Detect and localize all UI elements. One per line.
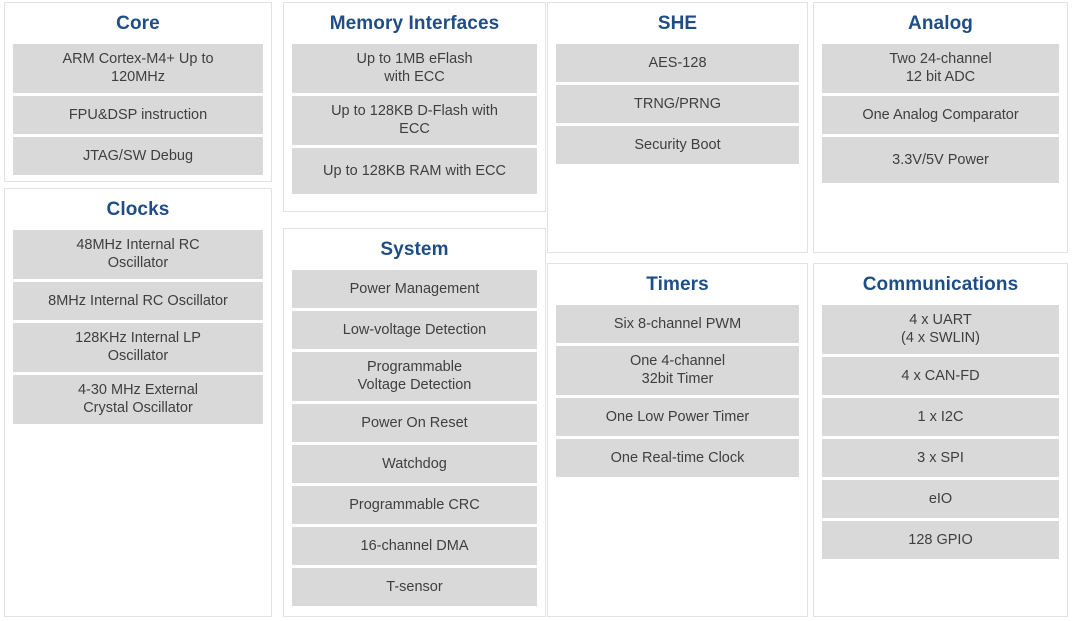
feature-item: 16-channel DMA: [292, 527, 537, 565]
feature-item: Up to 128KB RAM with ECC: [292, 148, 537, 194]
panel-she: SHE AES-128 TRNG/PRNG Security Boot: [547, 2, 808, 253]
feature-item: Programmable CRC: [292, 486, 537, 524]
panel-title-core: Core: [116, 13, 160, 34]
feature-item: ARM Cortex-M4+ Up to 120MHz: [13, 44, 263, 93]
feature-item: eIO: [822, 480, 1059, 518]
feature-item: T-sensor: [292, 568, 537, 606]
feature-item: Low-voltage Detection: [292, 311, 537, 349]
feature-item: Two 24-channel 12 bit ADC: [822, 44, 1059, 93]
panel-items-analog: Two 24-channel 12 bit ADC One Analog Com…: [814, 44, 1067, 183]
panel-communications: Communications 4 x UART (4 x SWLIN) 4 x …: [813, 263, 1068, 617]
panel-title-communications: Communications: [862, 274, 1019, 295]
panel-items-she: AES-128 TRNG/PRNG Security Boot: [548, 44, 807, 164]
feature-item: 4-30 MHz External Crystal Oscillator: [13, 375, 263, 424]
feature-item: 128 GPIO: [822, 521, 1059, 559]
feature-item: One Real-time Clock: [556, 439, 799, 477]
feature-item: JTAG/SW Debug: [13, 137, 263, 175]
feature-item: Security Boot: [556, 126, 799, 164]
panel-memory-interfaces: Memory Interfaces Up to 1MB eFlash with …: [283, 2, 546, 212]
feature-item: 48MHz Internal RC Oscillator: [13, 230, 263, 279]
panel-title-memory-interfaces: Memory Interfaces: [329, 13, 500, 34]
panel-analog: Analog Two 24-channel 12 bit ADC One Ana…: [813, 2, 1068, 253]
panel-items-timers: Six 8-channel PWM One 4-channel 32bit Ti…: [548, 305, 807, 477]
panel-items-communications: 4 x UART (4 x SWLIN) 4 x CAN-FD 1 x I2C …: [814, 305, 1067, 559]
feature-item: Up to 128KB D-Flash with ECC: [292, 96, 537, 145]
feature-item: 4 x CAN-FD: [822, 357, 1059, 395]
feature-item: Up to 1MB eFlash with ECC: [292, 44, 537, 93]
feature-item: 8MHz Internal RC Oscillator: [13, 282, 263, 320]
panel-clocks: Clocks 48MHz Internal RC Oscillator 8MHz…: [4, 188, 272, 617]
panel-items-system: Power Management Low-voltage Detection P…: [284, 270, 545, 606]
feature-item: One Analog Comparator: [822, 96, 1059, 134]
feature-item: One 4-channel 32bit Timer: [556, 346, 799, 395]
panel-title-she: SHE: [657, 13, 698, 34]
panel-title-clocks: Clocks: [106, 199, 170, 220]
panel-title-system: System: [380, 239, 449, 260]
feature-item: FPU&DSP instruction: [13, 96, 263, 134]
feature-item: TRNG/PRNG: [556, 85, 799, 123]
panel-items-core: ARM Cortex-M4+ Up to 120MHz FPU&DSP inst…: [5, 44, 271, 175]
feature-item: Six 8-channel PWM: [556, 305, 799, 343]
panel-core: Core ARM Cortex-M4+ Up to 120MHz FPU&DSP…: [4, 2, 272, 182]
panel-title-analog: Analog: [908, 13, 973, 34]
panel-timers: Timers Six 8-channel PWM One 4-channel 3…: [547, 263, 808, 617]
feature-item: 3 x SPI: [822, 439, 1059, 477]
feature-item: AES-128: [556, 44, 799, 82]
feature-item: 128KHz Internal LP Oscillator: [13, 323, 263, 372]
feature-item: Power Management: [292, 270, 537, 308]
feature-item: 1 x I2C: [822, 398, 1059, 436]
panel-title-timers: Timers: [646, 274, 709, 295]
feature-item: Power On Reset: [292, 404, 537, 442]
feature-item: 4 x UART (4 x SWLIN): [822, 305, 1059, 354]
panel-items-clocks: 48MHz Internal RC Oscillator 8MHz Intern…: [5, 230, 271, 424]
panel-system: System Power Management Low-voltage Dete…: [283, 228, 546, 617]
feature-item: 3.3V/5V Power: [822, 137, 1059, 183]
panel-items-memory: Up to 1MB eFlash with ECC Up to 128KB D-…: [284, 44, 545, 194]
feature-item: Programmable Voltage Detection: [292, 352, 537, 401]
feature-item: Watchdog: [292, 445, 537, 483]
feature-item: One Low Power Timer: [556, 398, 799, 436]
